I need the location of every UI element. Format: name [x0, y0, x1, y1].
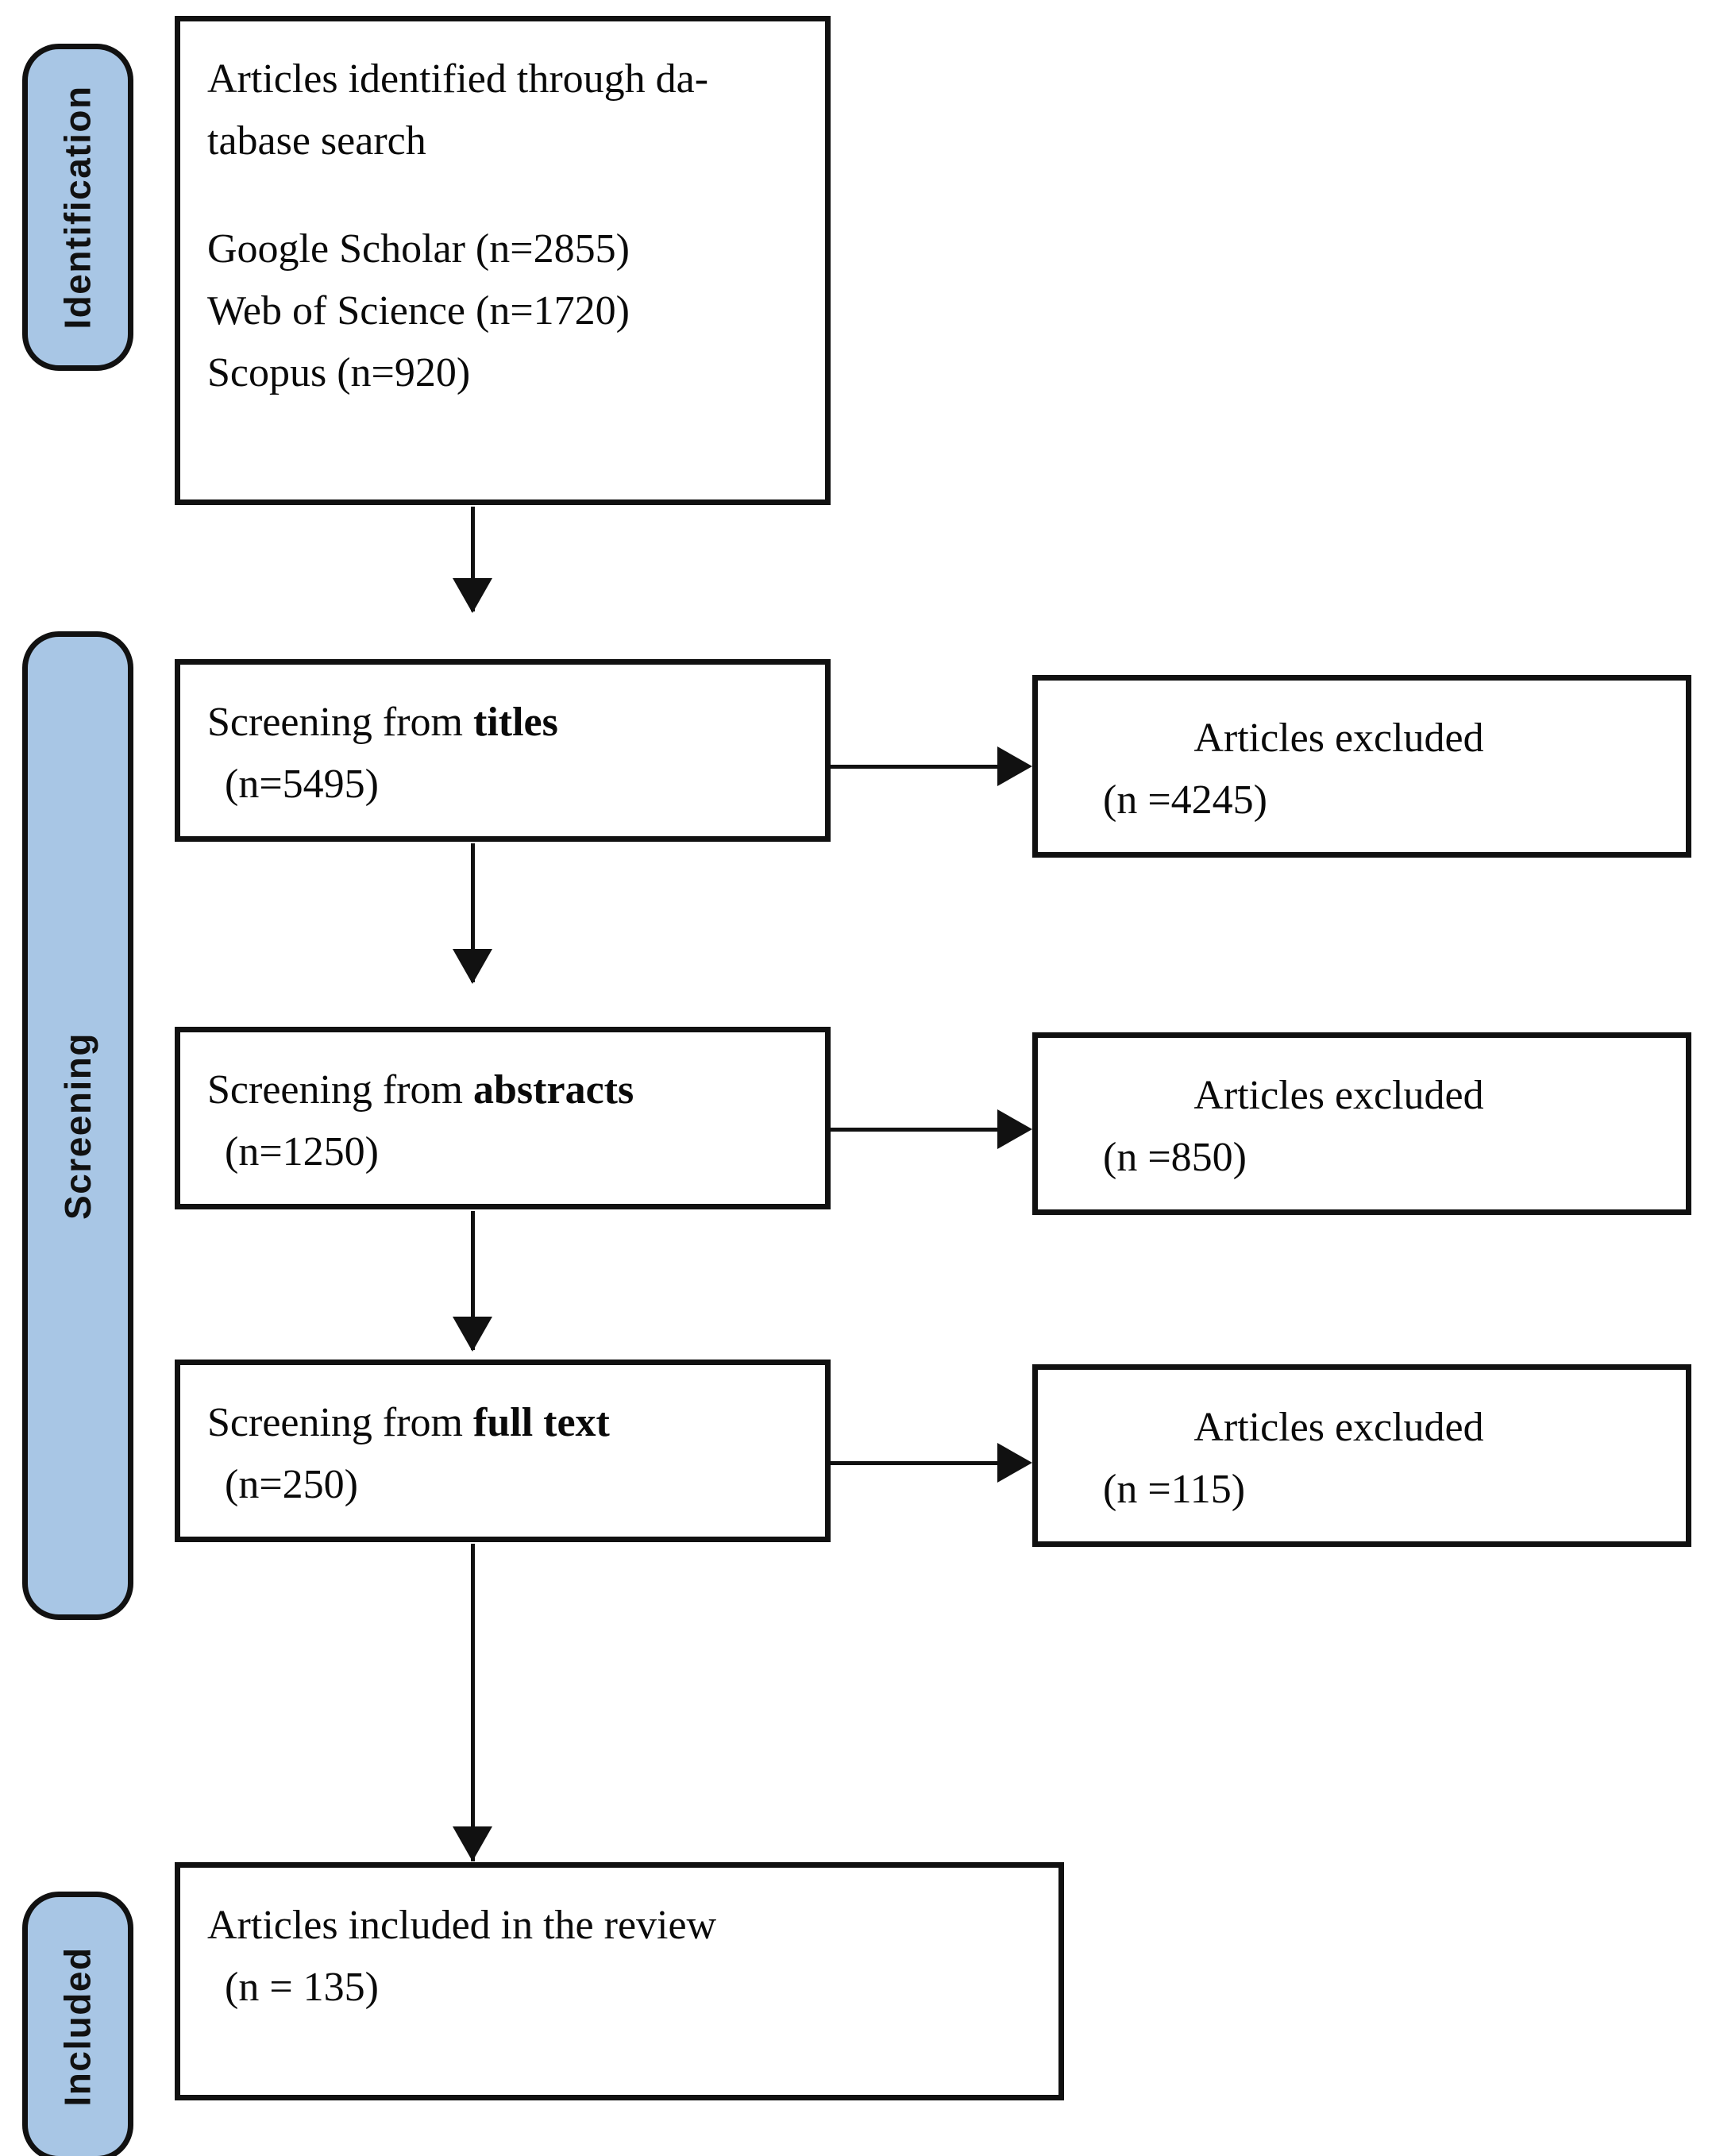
box-screening-abstracts: Screening from abstracts (n=1250) [175, 1027, 831, 1209]
screening-abstracts-label: Screening from abstracts [207, 1059, 798, 1121]
screening-titles-label: Screening from titles [207, 692, 798, 754]
box-identification: Articles identified through da- tabase s… [175, 16, 831, 505]
excluded-titles-label: Articles excluded [1193, 715, 1484, 761]
connector-titles-to-abstracts-line [471, 843, 475, 982]
stage-pill-included: Included [22, 1892, 133, 2156]
identification-source-scopus: Scopus (n=920) [207, 350, 471, 395]
box-included: Articles included in the review (n = 135… [175, 1862, 1064, 2100]
stage-pill-identification: Identification [22, 44, 133, 371]
box-excluded-fulltext: Articles excluded (n =115) [1032, 1364, 1691, 1547]
connector-titles-to-excluded-arrow [997, 746, 1032, 786]
stage-label-screening: Screening [57, 1032, 99, 1220]
connector-fulltext-to-excluded-arrow [997, 1443, 1032, 1483]
box-screening-titles: Screening from titles (n=5495) [175, 659, 831, 842]
excluded-titles-count: (n =4245) [1103, 777, 1267, 823]
connector-fulltext-to-included-line [471, 1544, 475, 1861]
screening-titles-count: (n=5495) [225, 762, 379, 807]
identification-source-google-scholar: Google Scholar (n=2855) [207, 226, 630, 272]
included-label: Articles included in the review [207, 1903, 717, 1948]
screening-titles-label-strong: titles [473, 700, 558, 745]
screening-fulltext-label: Screening from full text [207, 1392, 798, 1454]
connector-identification-to-titles-line [471, 507, 475, 611]
connector-fulltext-to-excluded-line [831, 1461, 1004, 1465]
identification-source-web-of-science: Web of Science (n=1720) [207, 288, 630, 334]
identification-heading-line2: tabase search [207, 118, 426, 164]
connector-abstracts-to-excluded-arrow [997, 1109, 1032, 1149]
box-excluded-abstracts: Articles excluded (n =850) [1032, 1032, 1691, 1215]
connector-fulltext-to-included-arrow [453, 1826, 492, 1861]
identification-spacer [207, 172, 798, 218]
box-excluded-titles: Articles excluded (n =4245) [1032, 675, 1691, 858]
included-count: (n = 135) [225, 1965, 379, 2010]
connector-abstracts-to-excluded-line [831, 1128, 1004, 1132]
screening-titles-label-prefix: Screening from [207, 700, 474, 745]
connector-titles-to-abstracts-arrow [453, 949, 492, 984]
screening-abstracts-label-prefix: Screening from [207, 1067, 474, 1113]
excluded-fulltext-count: (n =115) [1103, 1467, 1246, 1512]
excluded-abstracts-count: (n =850) [1103, 1135, 1247, 1180]
identification-heading-line1: Articles identified through da- [207, 56, 709, 102]
stage-label-included: Included [57, 1946, 98, 2107]
stage-label-identification: Identification [57, 85, 99, 330]
screening-abstracts-count: (n=1250) [225, 1129, 379, 1174]
connector-abstracts-to-fulltext-line [471, 1211, 475, 1350]
excluded-abstracts-label: Articles excluded [1193, 1073, 1484, 1118]
connector-abstracts-to-fulltext-arrow [453, 1317, 492, 1352]
screening-fulltext-count: (n=250) [225, 1462, 358, 1507]
connector-titles-to-excluded-line [831, 765, 1004, 769]
stage-pill-screening: Screening [22, 631, 133, 1620]
screening-abstracts-label-strong: abstracts [473, 1067, 634, 1113]
screening-fulltext-label-strong: full text [473, 1400, 610, 1445]
screening-fulltext-label-prefix: Screening from [207, 1400, 474, 1445]
connector-identification-to-titles-arrow [453, 578, 492, 613]
box-screening-fulltext: Screening from full text (n=250) [175, 1360, 831, 1542]
excluded-fulltext-label: Articles excluded [1193, 1405, 1484, 1450]
